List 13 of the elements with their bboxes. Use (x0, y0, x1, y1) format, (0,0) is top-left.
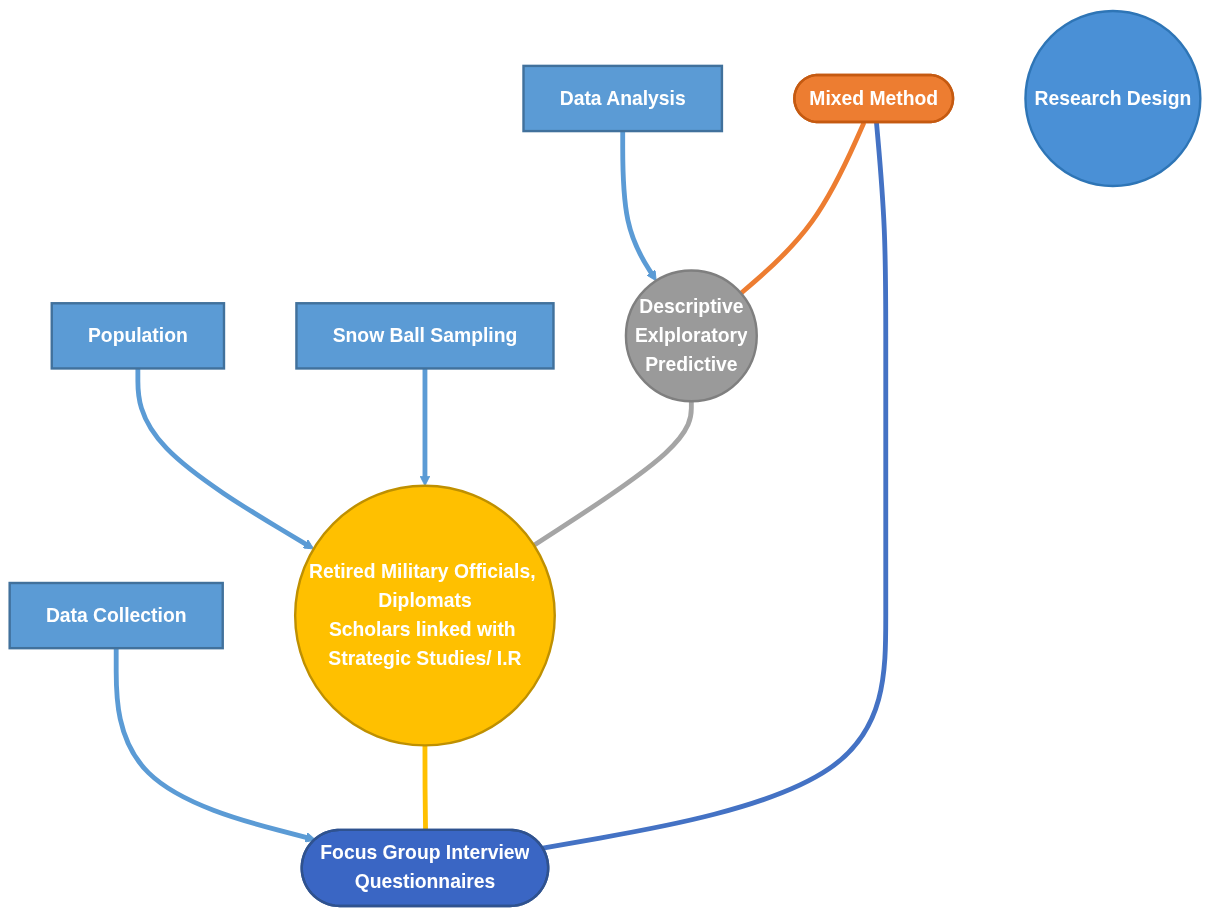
node-box: Data Analysis (522, 64, 724, 133)
connector (542, 122, 889, 851)
arrow (135, 368, 315, 550)
node-circle: Descriptive Exlploratory Predictive (624, 269, 758, 403)
node-box: Data Collection (8, 581, 224, 650)
arrow (620, 131, 657, 282)
node-circle: Research Design (1024, 9, 1202, 188)
node-box: Snow Ball Sampling (295, 302, 555, 370)
node-box: Population (50, 302, 226, 370)
arrow (419, 368, 431, 487)
connector (532, 401, 694, 548)
node-circle: Retired Military Officials, Diplomats Scholars linked with Strategic Studies/ I.R (293, 484, 556, 747)
arrow (113, 648, 316, 843)
